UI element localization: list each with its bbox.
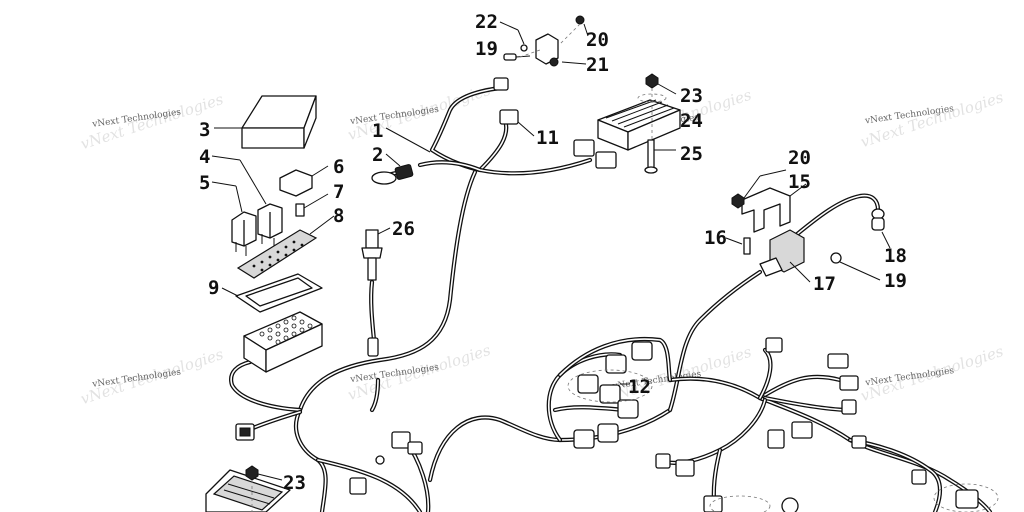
- module-part-17: [759, 229, 811, 283]
- sensor-connector: [605, 354, 627, 374]
- lead-18: [787, 193, 881, 243]
- main-wiring-harness: [229, 85, 993, 512]
- callout-22: 22: [475, 11, 498, 33]
- fuse-board-part-8: [236, 215, 335, 279]
- fuse-box-pins: [259, 315, 313, 345]
- callout-19-top: 19: [475, 38, 498, 60]
- connector: [841, 399, 857, 415]
- connector: [349, 477, 367, 495]
- connector: [765, 337, 783, 353]
- nut-part-20-top: [575, 15, 585, 25]
- callout-12: 12: [628, 376, 651, 398]
- callout-17: 17: [813, 273, 836, 295]
- lamp-socket-part-18: [871, 208, 891, 249]
- connector: [675, 459, 695, 477]
- leader-part-1: [385, 127, 431, 153]
- sensor-connector: [573, 429, 595, 449]
- gasket-part-9: [221, 273, 323, 313]
- bolt-part-19-top: [503, 53, 517, 61]
- washer-part-22: [520, 44, 528, 52]
- fuse-box-cover-part-3: [214, 95, 317, 149]
- harness-branch-lower-right: [662, 397, 768, 465]
- connector: [703, 495, 723, 512]
- oxygen-sensor-part-26: [361, 227, 391, 357]
- connector-left-lower: [235, 423, 255, 441]
- connector: [911, 469, 927, 485]
- callout-16: 16: [704, 227, 727, 249]
- nut-part-23-top: [637, 73, 677, 150]
- callout-18: 18: [884, 245, 907, 267]
- nut-part-20-right: [731, 169, 787, 209]
- screw-part-16: [725, 237, 751, 255]
- regulator-part-24: [573, 99, 681, 169]
- callout-7: 7: [333, 181, 344, 203]
- callout-labels: 3 4 5 6 7 8 9 1 2 11 22 19 20 21 23 24 2…: [199, 11, 907, 494]
- clamp-assembly-top: [499, 15, 589, 67]
- sensor-connector: [599, 384, 621, 404]
- misc-connectors: [349, 337, 999, 512]
- harness-lower-center: [315, 457, 423, 512]
- connector: [827, 353, 849, 369]
- regulator-fins: [605, 99, 675, 128]
- connector: [407, 441, 423, 455]
- ring-terminal: [375, 455, 385, 465]
- callout-11: 11: [536, 127, 559, 149]
- sensor-connector: [597, 423, 619, 443]
- connector: [767, 429, 785, 449]
- callout-15: 15: [788, 171, 811, 193]
- callout-19-right: 19: [884, 270, 907, 292]
- callout-21: 21: [586, 54, 609, 76]
- sensor-connector: [617, 399, 639, 419]
- harness-branch-right-mid: [762, 374, 843, 398]
- callout-6: 6: [333, 156, 344, 178]
- callout-5: 5: [199, 172, 210, 194]
- connector-part-2: [371, 153, 414, 185]
- nut-part-23-bottom: [245, 465, 283, 512]
- callout-1: 1: [372, 120, 383, 142]
- harness-branch-11: [477, 117, 509, 173]
- callout-23-top: 23: [680, 85, 703, 107]
- sensor-connector: [577, 374, 599, 394]
- callout-26: 26: [392, 218, 415, 240]
- callout-23-bottom: 23: [283, 472, 306, 494]
- callout-24: 24: [680, 110, 703, 132]
- ecu-module: [205, 469, 291, 512]
- callout-3: 3: [199, 119, 210, 141]
- clamp-part-21: [535, 33, 559, 65]
- fuse-part-7: [295, 193, 329, 217]
- relay-part-5: [211, 181, 257, 256]
- callout-4: 4: [199, 146, 210, 168]
- connector: [391, 431, 411, 449]
- callout-25: 25: [680, 143, 703, 165]
- callout-8: 8: [333, 205, 344, 227]
- sensor-connector: [631, 341, 653, 361]
- bolt-part-19-right: [830, 252, 881, 281]
- callout-20-top: 20: [586, 29, 609, 51]
- fuse-box-base: [243, 311, 323, 373]
- connector: [655, 453, 671, 469]
- connector: [839, 375, 859, 391]
- connector: [851, 435, 867, 449]
- bracket-part-15: [741, 183, 807, 233]
- connector: [955, 489, 979, 509]
- callout-20-right: 20: [788, 147, 811, 169]
- fuse-cap-part-6: [279, 165, 329, 197]
- relay-part-4: [211, 155, 283, 248]
- fuse-board-dots: [252, 240, 304, 272]
- connector: [791, 421, 813, 439]
- bolt-part-25: [644, 139, 676, 174]
- callout-9: 9: [208, 277, 219, 299]
- grommet: [781, 497, 799, 512]
- connector-part-11: [493, 77, 535, 137]
- callout-2: 2: [372, 144, 383, 166]
- sensor-cluster-part-12: [567, 341, 653, 449]
